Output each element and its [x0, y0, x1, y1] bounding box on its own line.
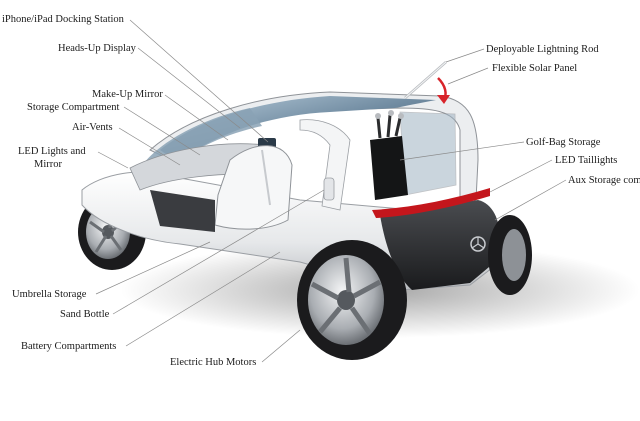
golf-bag [370, 110, 408, 200]
rear-window [399, 111, 457, 196]
label-aux-storage: Aux Storage com [568, 175, 640, 186]
label-heads-up-display: Heads-Up Display [58, 43, 136, 54]
label-electric-hub-motors: Electric Hub Motors [170, 357, 257, 368]
label-solar-panel: Flexible Solar Panel [492, 63, 578, 74]
seat [214, 145, 293, 230]
taillight [372, 188, 490, 218]
front-right-wheel [297, 240, 407, 360]
label-umbrella-storage: Umbrella Storage [12, 289, 87, 300]
rear-right-wheel [488, 215, 532, 295]
label-lightning-rod: Deployable Lightning Rod [486, 44, 599, 55]
label-sand-bottle: Sand Bottle [60, 309, 110, 320]
label-air-vents: Air-Vents [72, 122, 113, 133]
label-storage-compartment: Storage Compartment [27, 102, 120, 113]
sand-bottle [323, 177, 335, 201]
label-led-lights-line2: Mirror [34, 159, 62, 170]
center-pillar [299, 119, 351, 211]
label-makeup-mirror: Make-Up Mirror [92, 89, 163, 100]
label-led-taillights: LED Taillights [555, 155, 618, 166]
label-battery-compartments: Battery Compartments [21, 341, 117, 352]
label-golf-bag-storage: Golf-Bag Storage [526, 137, 601, 148]
label-iphone-dock: iPhone/iPad Docking Station [2, 14, 124, 25]
floor [150, 190, 215, 232]
rear-module [380, 200, 500, 290]
label-led-lights-line1: LED Lights and [18, 146, 86, 157]
leader-lines [95, 19, 567, 363]
